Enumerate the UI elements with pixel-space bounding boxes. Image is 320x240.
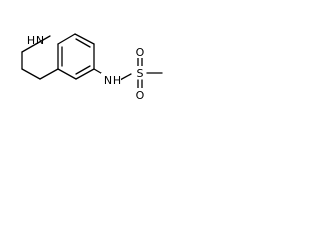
atom-label-oxygen-upper: O: [134, 45, 146, 59]
molecule-structure: H N N H S O O: [21, 33, 163, 102]
atom-symbol-o: O: [136, 89, 145, 102]
atom-label-ring-nh: H N: [27, 34, 44, 47]
bond-c8-c7-inner: [75, 38, 91, 48]
bond-c2-c3: [21, 43, 37, 53]
bond-c4a-c8a: [39, 68, 59, 80]
bond-c8a-c8: [57, 33, 76, 45]
atom-symbol-s: S: [137, 67, 144, 80]
atom-symbol-n: N: [36, 34, 44, 47]
bond-c4-c4a: [21, 68, 41, 80]
sulfonamide-bonds: [93, 56, 163, 91]
saturated-ring-bonds: [21, 35, 59, 80]
atom-symbol-h: H: [113, 74, 121, 87]
atom-symbol-h: H: [27, 34, 35, 47]
atom-symbol-n: N: [104, 74, 112, 87]
atom-label-amide-nh: N H: [101, 73, 121, 87]
bond-n1-c2: [35, 35, 51, 45]
bond-c5-c4a: [57, 68, 77, 80]
bond-nh-s: [119, 73, 132, 81]
atom-label-sulfur: S: [134, 66, 146, 80]
bond-c6-c5: [75, 68, 95, 80]
bond-c8-c7: [74, 33, 95, 45]
aromatic-ring-bonds: [57, 33, 95, 80]
bond-c6-c5-inner: [75, 65, 91, 75]
atom-label-oxygen-lower: O: [134, 88, 146, 102]
atom-symbol-o: O: [136, 46, 145, 59]
